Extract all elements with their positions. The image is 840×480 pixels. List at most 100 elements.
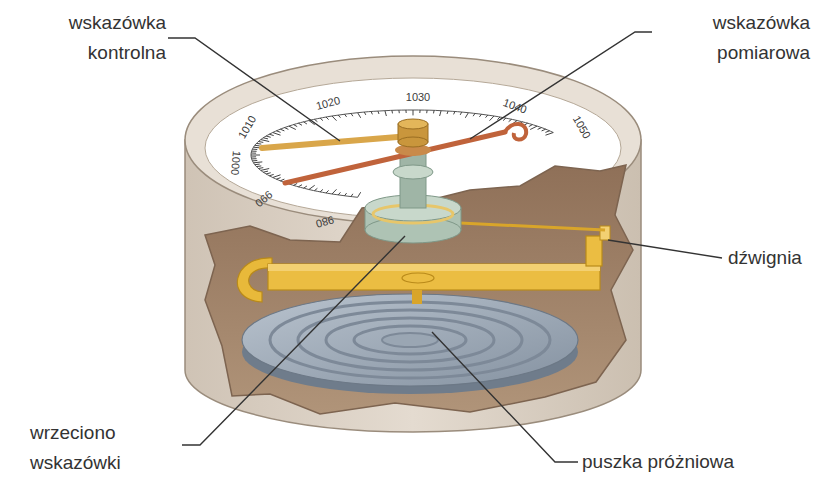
- scale-tick: [273, 133, 281, 136]
- scale-tick: [255, 145, 260, 147]
- scale-tick: [257, 143, 262, 145]
- scale-tick: [298, 123, 302, 125]
- scale-tick: [351, 194, 353, 197]
- scale-tick: [351, 113, 353, 116]
- scale-tick: [294, 125, 298, 127]
- scale-tick: [358, 113, 361, 118]
- leader-lines: [168, 32, 722, 462]
- scale-tick: [252, 158, 257, 159]
- scale-tick: [479, 114, 481, 117]
- pointer-curl: [505, 124, 526, 140]
- leader-line: [470, 32, 652, 139]
- scale-tick: [378, 111, 379, 114]
- scale-tick: [314, 188, 317, 190]
- scale-tick: [486, 115, 488, 118]
- scale-tick: [460, 112, 462, 115]
- scale-tick: [538, 128, 542, 130]
- scale-tick: [276, 131, 280, 133]
- part-label: wskazówka kontrolna: [14, 8, 166, 68]
- scale-tick: [447, 111, 448, 114]
- part-label: puszka próżniowa: [582, 447, 782, 477]
- scale-tick: [332, 189, 337, 194]
- scale-tick: [465, 113, 468, 118]
- scale-tick: [398, 110, 399, 113]
- scale-tick: [542, 129, 546, 131]
- scale-tick: [358, 192, 361, 197]
- scale-tick: [320, 118, 323, 121]
- scale-tick: [345, 114, 347, 117]
- scale-tick: [405, 110, 406, 113]
- leader-line: [432, 332, 578, 462]
- scale-tick: [326, 190, 329, 193]
- scale-tick: [263, 138, 268, 139]
- scale-tick: [280, 129, 284, 131]
- scale-tick: [326, 117, 329, 120]
- scale-tick: [252, 160, 257, 161]
- scale-tick: [254, 161, 263, 163]
- part-label: wskazówka pomiarowa: [652, 8, 810, 68]
- scale-tick: [419, 110, 420, 113]
- scale-tick: [433, 110, 435, 113]
- scale-tick: [252, 149, 257, 150]
- scale-tick: [309, 185, 315, 189]
- scale-tick: [530, 126, 537, 129]
- scale-tick: [261, 169, 269, 171]
- scale-tick: [338, 115, 340, 118]
- scale-tick: [269, 174, 273, 175]
- scale-number: 1000: [229, 150, 243, 175]
- part-label: wrzeciono wskazówki: [30, 418, 180, 478]
- scale-tick: [509, 119, 512, 121]
- spring: [237, 258, 272, 302]
- scale-tick: [546, 133, 554, 136]
- scale-tick: [289, 126, 296, 129]
- scale-tick: [255, 164, 260, 166]
- scale-tick: [280, 179, 284, 181]
- scale-tick: [364, 112, 366, 115]
- scale-tick: [490, 116, 495, 121]
- scale-tick: [294, 183, 298, 185]
- scale-tick: [345, 193, 347, 196]
- scale-tick: [371, 112, 372, 115]
- scale-tick: [273, 175, 281, 178]
- scale-tick: [426, 110, 427, 113]
- scale-tick: [314, 119, 317, 121]
- scale-tick: [266, 136, 271, 137]
- scale-tick: [259, 167, 264, 169]
- scale-tick: [276, 178, 280, 180]
- scale-tick: [454, 112, 455, 115]
- scale-tick: [338, 192, 340, 195]
- scale-tick: [263, 171, 268, 172]
- scale-number: 1030: [406, 91, 430, 103]
- scale-tick: [269, 134, 273, 135]
- scale-tick: [298, 185, 302, 187]
- scale-tick: [252, 151, 257, 152]
- chain-link: [440, 222, 605, 230]
- knob: [395, 119, 431, 156]
- scale-tick: [251, 153, 256, 154]
- scale-tick: [251, 155, 260, 156]
- scale-tick: [391, 110, 393, 113]
- vacuum-box: [242, 294, 578, 394]
- leader-line: [168, 38, 340, 141]
- scale-tick: [304, 186, 307, 188]
- scale-tick: [266, 173, 271, 174]
- scale-tick: [529, 125, 533, 127]
- scale-tick: [251, 156, 256, 157]
- scale-tick: [304, 122, 307, 124]
- part-label: dźwignia: [728, 243, 828, 273]
- scale-tick: [503, 118, 506, 121]
- scale-tick: [257, 165, 262, 167]
- leader-line: [608, 240, 722, 258]
- scale-tick: [259, 141, 264, 143]
- scale-tick: [473, 113, 475, 116]
- scale-tick: [261, 140, 269, 142]
- scale-tick: [545, 131, 549, 133]
- leader-line: [182, 236, 405, 445]
- scale-tick: [413, 110, 414, 115]
- scale-tick: [385, 111, 387, 116]
- scale-tick: [440, 111, 442, 116]
- scale-tick: [332, 116, 337, 121]
- scale-tick: [320, 189, 323, 192]
- scale-tick: [285, 128, 289, 130]
